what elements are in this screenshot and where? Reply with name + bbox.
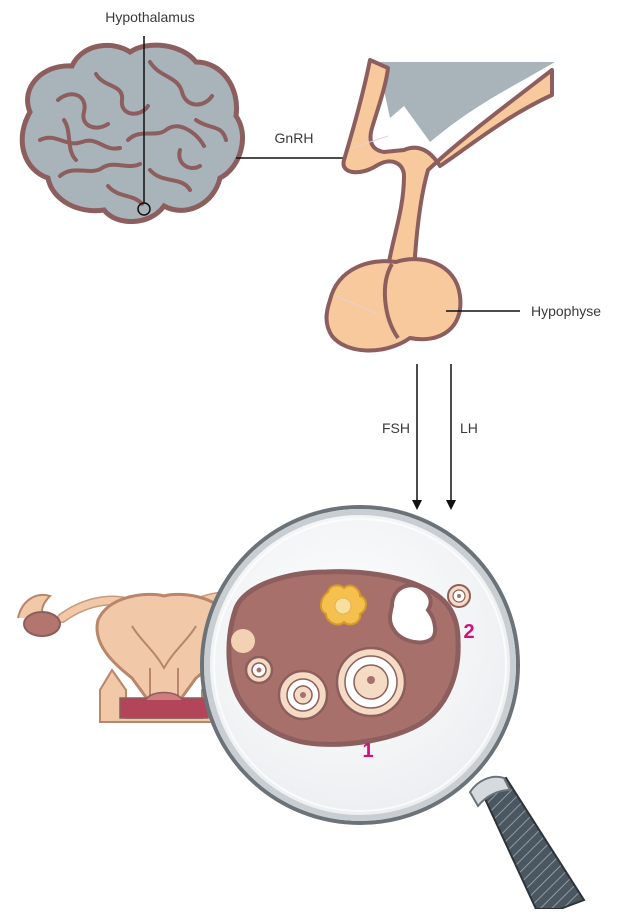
ovary-magnified: [229, 572, 458, 745]
hypothalamus-label: Hypothalamus: [105, 9, 195, 25]
hypophyse-body: [327, 259, 461, 350]
follicle-medium: [279, 671, 327, 719]
marker-1: 1: [362, 740, 373, 762]
follicle-small: [246, 657, 272, 683]
lh-label: LH: [460, 420, 478, 436]
marker-2: 2: [463, 621, 474, 643]
pituitary-illustration: [327, 60, 556, 351]
fsh-label: FSH: [382, 420, 410, 436]
released-oocyte: [448, 585, 470, 607]
left-ovary: [24, 612, 60, 636]
hypophyse-label: Hypophyse: [531, 303, 601, 319]
magnifier-illustration: [202, 507, 584, 909]
magnifier-handle: [480, 778, 584, 909]
brain-outline: [22, 45, 242, 221]
follicle-large: [337, 648, 405, 716]
gnrh-label: GnRH: [275, 130, 314, 146]
brain-illustration: [22, 36, 242, 222]
